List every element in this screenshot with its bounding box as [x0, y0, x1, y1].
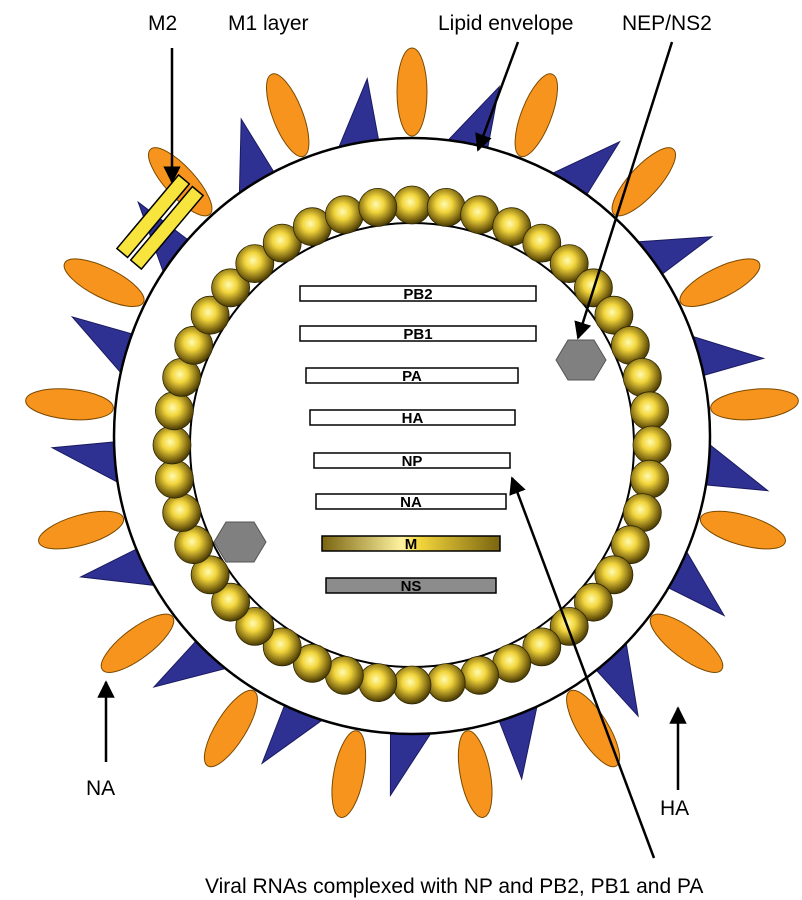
segment-label-pb2: PB2 — [403, 286, 432, 303]
segment-label-ns: NS — [401, 578, 422, 595]
m1-sphere — [633, 426, 671, 464]
segment-label-na: NA — [400, 494, 422, 511]
ha-spike — [702, 442, 768, 491]
m1-sphere — [163, 494, 201, 532]
m1-sphere — [427, 188, 465, 226]
segment-label-ha: HA — [402, 410, 424, 427]
segment-label-pb1: PB1 — [403, 326, 432, 343]
m1-sphere — [631, 460, 669, 498]
na-spike — [258, 69, 318, 162]
m1-sphere — [359, 664, 397, 702]
na-spike — [709, 385, 799, 423]
m1-sphere — [393, 666, 431, 704]
na-spike — [696, 504, 789, 557]
na-spike — [195, 683, 267, 774]
na-spike — [674, 250, 766, 316]
ha-spike — [390, 729, 433, 795]
na-spike — [603, 139, 684, 224]
segment-label-pa: PA — [402, 368, 422, 385]
caption-label: Viral RNAs complexed with NP and PB2, PB… — [205, 875, 703, 898]
m1-sphere — [155, 392, 193, 430]
na-spike — [326, 728, 372, 820]
nep-ns2-label: NEP/NS2 — [622, 12, 712, 35]
na-spike — [452, 728, 498, 820]
m1-sphere — [623, 358, 661, 396]
m1-layer-label: M1 layer — [228, 12, 309, 35]
ha-spike — [52, 442, 122, 485]
m1-sphere — [153, 426, 191, 464]
m1-sphere — [427, 664, 465, 702]
na-label: NA — [86, 777, 115, 800]
segment-label-m: M — [405, 536, 418, 553]
m1-sphere — [461, 656, 499, 694]
m2-label: M2 — [148, 12, 177, 35]
lipid-envelope-arrow — [478, 42, 518, 150]
na-spike — [35, 504, 128, 557]
segment-label-np: NP — [402, 453, 423, 470]
m1-sphere — [359, 188, 397, 226]
ha-label: HA — [660, 797, 689, 820]
na-spike — [642, 605, 730, 682]
m1-sphere — [155, 460, 193, 498]
na-spike — [397, 48, 427, 136]
na-spike — [93, 605, 181, 682]
m1-sphere — [325, 196, 363, 234]
m1-sphere — [631, 392, 669, 430]
na-spike — [506, 69, 566, 162]
m1-sphere — [393, 186, 431, 224]
na-spike — [24, 385, 114, 423]
lipid-envelope-label: Lipid envelope — [438, 12, 573, 35]
